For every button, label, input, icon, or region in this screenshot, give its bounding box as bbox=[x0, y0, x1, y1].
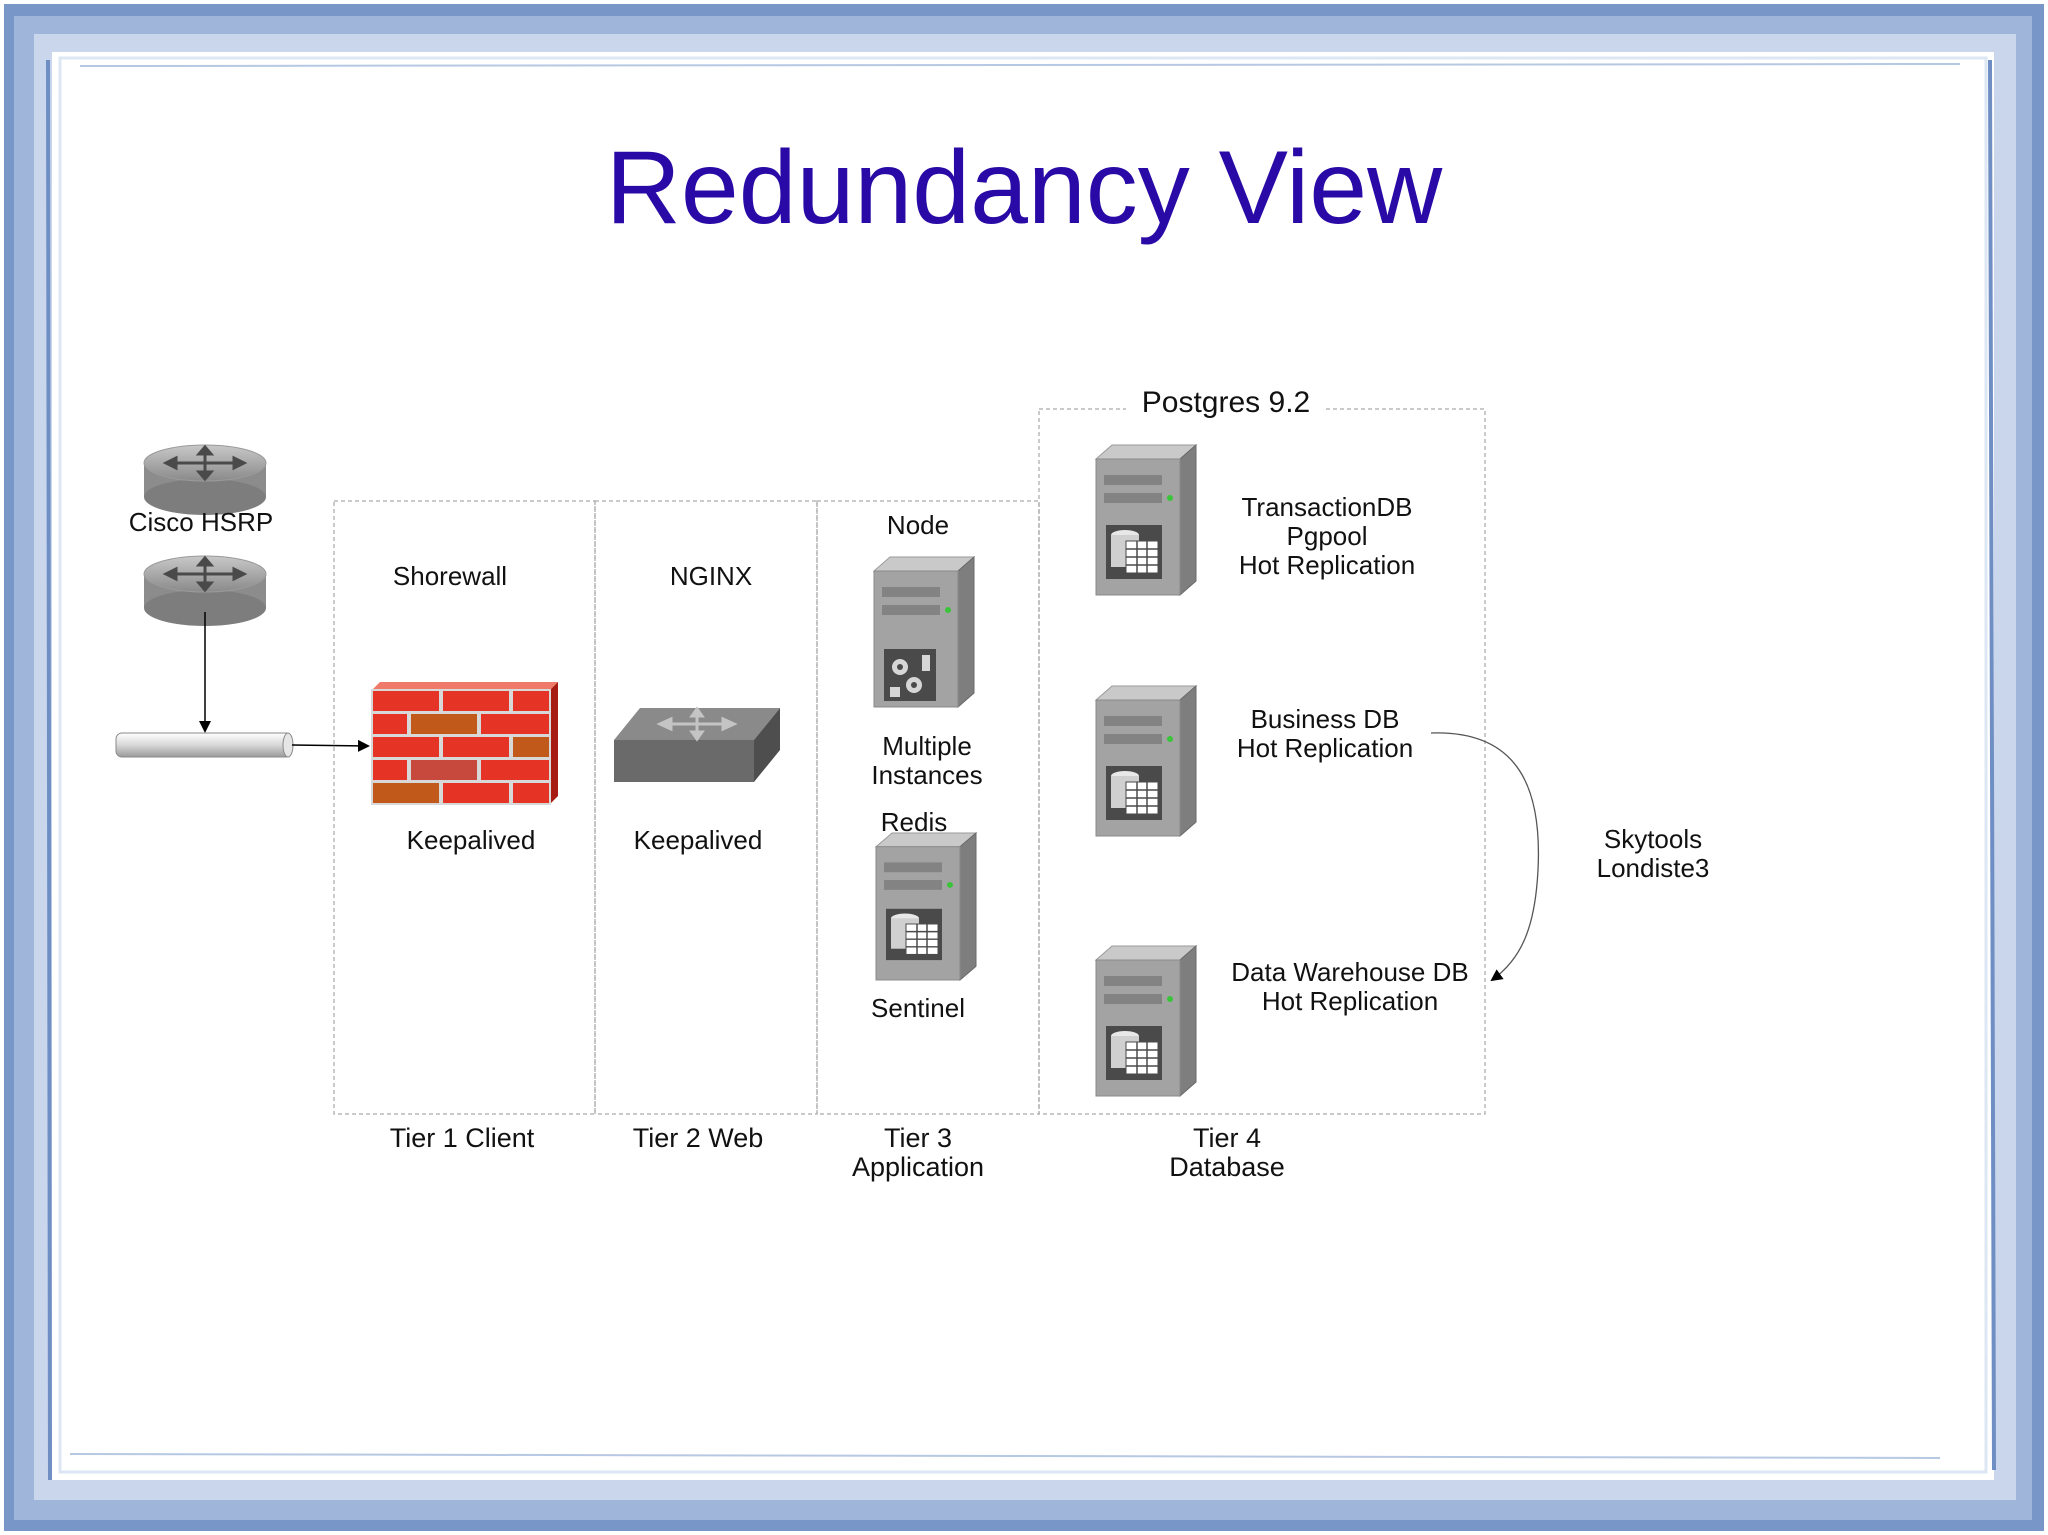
tier2-bottom-label: Keepalived bbox=[633, 825, 763, 855]
tier2-box bbox=[594, 500, 818, 1115]
tier1-caption: Tier 1 Client bbox=[389, 1123, 535, 1153]
pipe-to-firewall-arrow bbox=[291, 739, 370, 752]
tier3-box bbox=[816, 500, 1040, 1115]
network-pipe-icon bbox=[115, 732, 294, 758]
tier-boxes bbox=[333, 408, 1486, 1115]
datawarehouse-server-icon bbox=[1095, 945, 1197, 1097]
redis-sub-label: Sentinel bbox=[871, 993, 965, 1023]
router-icon bbox=[142, 443, 268, 517]
redis-label: Redis bbox=[880, 807, 948, 837]
node-label: Node bbox=[886, 510, 950, 540]
replication-arrow bbox=[1430, 732, 1540, 982]
tier2-caption: Tier 2 Web bbox=[632, 1123, 764, 1153]
tier1-box bbox=[333, 500, 596, 1115]
tier1-bottom-label: Keepalived bbox=[406, 825, 536, 855]
node-server-icon bbox=[873, 556, 975, 708]
switch-icon bbox=[614, 706, 780, 782]
redis-server-icon bbox=[875, 832, 977, 981]
tier2-top-label: NGINX bbox=[669, 561, 753, 591]
postgres-header: Postgres 9.2 bbox=[1126, 387, 1326, 419]
tier4-box bbox=[1038, 408, 1486, 1115]
tier1-top-label: Shorewall bbox=[392, 561, 508, 591]
firewall-icon bbox=[371, 682, 558, 805]
slide-title: Redundancy View bbox=[605, 130, 1443, 246]
router-label: Cisco HSRP bbox=[128, 507, 274, 537]
